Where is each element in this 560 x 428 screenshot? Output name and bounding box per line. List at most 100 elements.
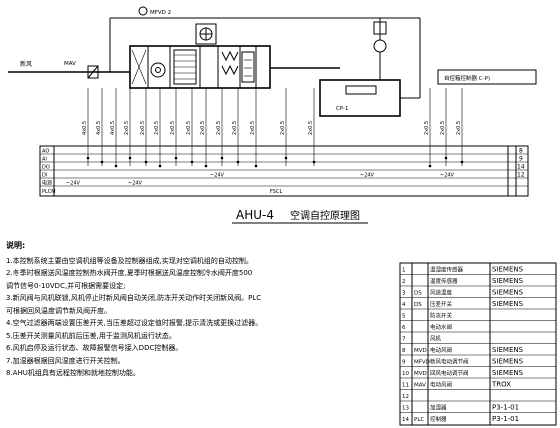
table-cell-mfr: P3-1-01 [492,404,519,412]
table-cell-no: 5 [402,314,406,320]
note-7: 5.压差开关测量风机前后压差,用于监测风机运行状态。 [6,331,176,340]
table-cell-no: 14 [402,417,409,423]
wire-label: 4x0.5 [110,121,116,135]
wire-label: 2x0.5 [154,121,160,135]
coil-section [173,49,197,85]
note-5: 可根据回风温度调节新风阀开度。 [6,306,111,315]
table-cell-mfr: SIEMENS [492,346,524,354]
mav-damper [87,65,99,79]
table-cell-desc: 风机 [430,335,442,343]
bus-row-ao: AO [42,149,49,155]
table-cell-no: 4 [402,302,406,308]
supply-fan-icon [150,62,166,78]
bus-voltage-4: ~24V [360,173,375,179]
fan-box [195,23,217,45]
table-cell-symbol: DS [414,291,422,297]
wire-node [204,164,208,168]
bus-row-ai: AI [42,157,47,163]
schematic: 新风 MAV MFVD 2 [8,6,537,117]
wire-label: 2x0.5 [186,121,192,135]
bus-voltage-1: ~24V [66,181,81,187]
bus-num-8: 8 [519,148,523,155]
bus-table: AO AI DO DI 电源 PLCM 8 9 14 12 ~24V ~24V … [39,145,529,197]
title-tag: AHU-4 [236,208,274,222]
table-cell-mfr: SIEMENS [492,266,524,274]
table-cell-no: 9 [402,360,406,366]
fresh-air-label: 新风 [20,60,32,68]
wire-label: 2x0.5 [200,121,206,135]
wire-label: 2x0.5 [456,121,462,135]
wire-node [220,156,224,160]
bus-row-do: DO [42,165,50,171]
mav-label: MAV [64,61,76,67]
valve-box [373,21,387,35]
table-cell-no: 3 [402,291,406,297]
note-10: 8.AHU机组具有远程控制和就地控制功能。 [6,369,140,377]
note-6: 4.空气过滤器两端设置压差开关,当压差超过设定值时报警,提示清洗或更换过滤器。 [6,319,263,327]
table-cell-no: 11 [402,383,409,389]
bus-voltage-2: ~24V [128,181,143,187]
bus-num-14: 14 [517,164,525,171]
table-cell-desc: 加湿器 [430,404,447,412]
wire-label: 4x0.5 [96,121,102,135]
wire-label: 2x0.5 [140,121,146,135]
wire-label: 2x0.5 [280,121,286,135]
table-cell-desc: 控制器 [430,415,447,423]
note-3: 调节信号0-10VDC,并可根据需要设定; [6,281,126,290]
wire-label: 2x0.5 [170,121,176,135]
table-cell-no: 12 [402,394,409,400]
table-cell-desc: 风道温度 [430,289,453,297]
valve-v2-icon [138,6,148,16]
wire-label: 2x0.5 [424,121,430,135]
table-cell-mfr: SIEMENS [492,300,524,308]
control-cabinet [319,79,401,117]
table-cell-symbol: MAV [414,383,426,389]
wire-label: 2x0.5 [308,121,314,135]
table-cell-desc: 温湿度传感器 [430,266,464,274]
table-cell-no: 8 [402,348,406,354]
note-9: 7.加湿器根据回风湿度进行开关控制。 [6,356,125,365]
table-cell-no: 13 [402,406,409,412]
filter-section [131,49,147,85]
table-cell-mfr: SIEMENS [492,358,524,366]
diagram-title: AHU-4 空调自控原理图 [232,208,368,224]
note-2: 2.冬季时根据送风温度控制热水阀开度,夏季时根据送风温度控制冷水阀开度500 [6,269,253,277]
table-cell-no: 6 [402,325,406,331]
notes-block: 说明: 1.本控制系统主要由空调机组等设备及控制器组成,实现对空调机组的自动控制… [6,240,394,380]
table-cell-mfr: SIEMENS [492,289,524,297]
wire-node [114,164,118,168]
bus-num-9: 9 [519,156,523,163]
ddc-box [437,69,537,85]
wire-label: 2x0.5 [232,121,238,135]
table-cell-desc: 温度传感器 [430,277,458,285]
wire-label: 2x0.5 [124,121,130,135]
table-cell-symbol: MVD [414,371,427,377]
wire-node [284,156,288,160]
wire-node [158,164,162,168]
wire-label: 2x0.5 [216,121,222,135]
bus-row-di: DI [42,173,47,179]
wire-node [128,156,132,160]
table-cell-desc: 防冻开关 [430,312,453,320]
wire-node [174,156,178,160]
heater-icon [221,50,239,76]
humidifier-icon [241,51,255,83]
title-name: 空调自控原理图 [290,209,360,222]
note-8: 6.风机启停及运行状态、故障报警信号接入DDC控制器。 [6,344,183,352]
table-cell-desc: 新风电动调节阀 [430,358,469,366]
mav-damper-blade [87,65,99,79]
table-cell-mfr: SIEMENS [492,277,524,285]
table-cell-symbol: MFVD [414,360,430,366]
wire-label: 2x0.5 [250,121,256,135]
wire-node [444,156,448,160]
bus-voltage-3: ~24V [210,173,225,179]
table-cell-no: 1 [402,268,406,274]
ddc-box-label: 自控箱控制器 C-P) [444,74,490,82]
pump-icon [373,39,387,53]
bus-num-12: 12 [517,172,525,179]
bus-voltage-5: ~24V [440,173,455,179]
damper-v2-label: MFVD 2 [150,10,171,16]
